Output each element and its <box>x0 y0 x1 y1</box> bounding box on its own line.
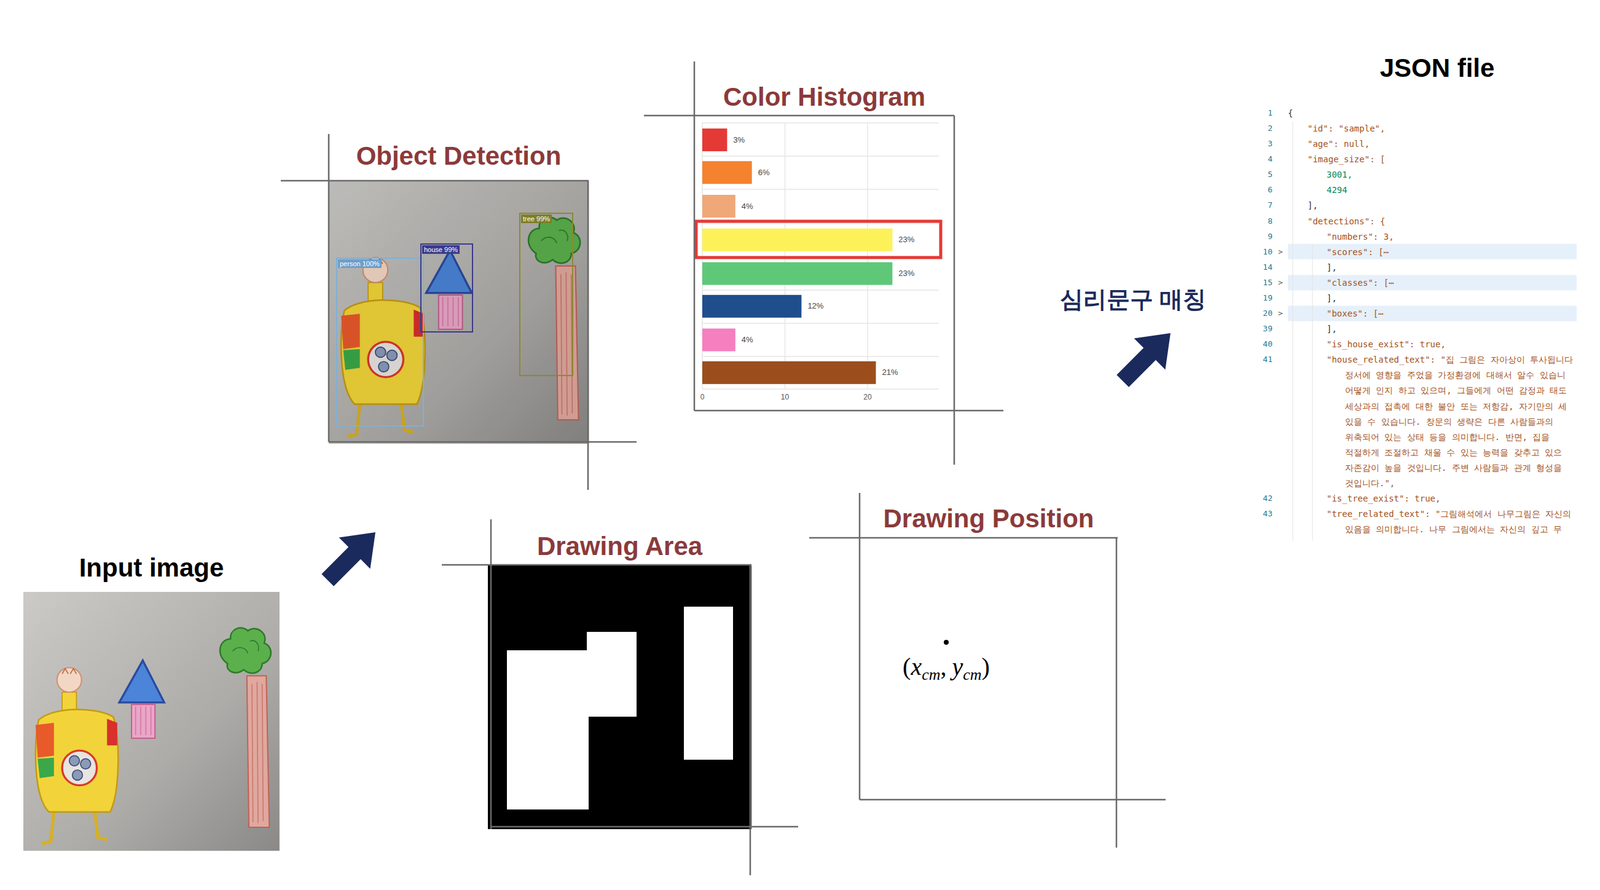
code-line: "age": null, <box>1307 137 1370 150</box>
panel-title: Drawing Area <box>487 527 752 565</box>
line-number: 9 <box>1238 230 1273 243</box>
line-number: 3 <box>1238 137 1273 150</box>
code-line: "boxes": [⋯ <box>1326 307 1384 320</box>
axis-tick: 0 <box>700 392 705 402</box>
bar-value: 21% <box>881 367 898 378</box>
code-line: "tree_related_text": "그림해석에서 나무그림은 자신의 <box>1326 507 1572 520</box>
bar-value: 23% <box>898 268 915 279</box>
code-line: 적절하게 조절하고 채울 수 있는 능력을 갖추고 있으 <box>1345 446 1562 459</box>
line-number: 42 <box>1238 492 1273 505</box>
coordinate-part: cm <box>921 665 941 684</box>
bar-value: 4% <box>741 334 754 345</box>
code-line: "scores": [⋯ <box>1326 245 1389 259</box>
coordinate-label: (xcm,ycm) <box>902 651 990 691</box>
panel-title: Color Histogram <box>694 78 955 116</box>
line-number: 39 <box>1238 322 1273 335</box>
line-number: 41 <box>1238 353 1273 366</box>
bar-value: 3% <box>733 135 745 146</box>
bar-value: 23% <box>898 234 915 245</box>
panel-node: Color Histogram <box>694 78 955 408</box>
coordinate-part: y <box>952 652 964 681</box>
code-line: "id": "sample", <box>1307 122 1385 135</box>
code-line: 세상과의 접촉에 대한 불안 또는 저항감, 자기만의 세 <box>1345 400 1567 413</box>
panel-node: Drawing Area <box>487 527 752 829</box>
code-line: 정서에 영향을 주었을 가정환경에 대해서 알수 있습니 <box>1345 368 1566 381</box>
detection-tag: person 100% <box>337 259 382 268</box>
code-line: 있음을 의미합니다. 나무 그림에서는 자신의 깊고 무 <box>1345 522 1562 536</box>
coordinate-part: , <box>940 652 947 681</box>
line-number: 5 <box>1238 168 1273 181</box>
line-number: 19 <box>1238 291 1273 305</box>
detection-tag: tree 99% <box>521 214 552 224</box>
panel-title: Drawing Position <box>859 500 1118 538</box>
code-line: ], <box>1326 322 1338 335</box>
line-number: 7 <box>1238 199 1273 212</box>
code-line: 4294 <box>1326 183 1348 197</box>
bar-value: 12% <box>807 301 824 311</box>
coordinate-part: x <box>910 652 922 681</box>
code-line: ], <box>1307 199 1318 212</box>
code-line: 3001, <box>1326 168 1353 181</box>
line-number: 43 <box>1238 507 1273 520</box>
code-line: 있을 수 있습니다. 창문의 생략은 다른 사람들과의 <box>1345 415 1554 428</box>
code-line: "image_size": [ <box>1307 152 1385 166</box>
code-line: "house_related_text": "집 그림은 자아상이 투사됩니다 <box>1326 353 1573 366</box>
panel-title: Input image <box>23 549 280 587</box>
code-line: 어떻게 인지 하고 있으며, 그들에게 어떤 감정과 태도 <box>1345 384 1567 397</box>
code-line: 위축되어 있는 상태 등을 의미합니다. 반면, 집을 <box>1345 430 1550 444</box>
coordinate-part: cm <box>962 665 982 684</box>
code-line: 것입니다.", <box>1345 476 1395 490</box>
line-number: 14 <box>1238 261 1273 274</box>
line-number: 2 <box>1238 122 1273 135</box>
bar-value: 6% <box>758 167 770 178</box>
code-line: 자존감이 높을 것입니다. 주변 사람들과 관계 형성을 <box>1345 461 1562 474</box>
fold-marker: > <box>1278 245 1283 259</box>
line-number: 15 <box>1238 276 1273 289</box>
panel-title: Object Detection <box>328 137 589 175</box>
fold-marker: > <box>1278 307 1283 320</box>
line-number: 6 <box>1238 183 1273 197</box>
code-line: "is_tree_exist": true, <box>1326 492 1441 505</box>
code-line: ], <box>1326 261 1338 274</box>
axis-tick: 20 <box>863 392 872 402</box>
fold-marker: > <box>1278 276 1283 289</box>
line-number: 10 <box>1238 245 1273 259</box>
coordinate-part: ( <box>902 652 911 681</box>
code-line: "numbers": 3, <box>1326 230 1395 243</box>
line-number: 1 <box>1238 106 1273 120</box>
line-number: 20 <box>1238 307 1273 320</box>
coordinate-part: ) <box>981 652 990 681</box>
line-number: 8 <box>1238 215 1273 228</box>
code-line: "detections": { <box>1307 215 1385 228</box>
flow-label: 심리문구 매칭 <box>1059 285 1207 314</box>
line-number: 40 <box>1238 337 1273 351</box>
panel-node: Input image <box>23 549 280 851</box>
code-line: "classes": [⋯ <box>1326 276 1395 289</box>
bar-value: 4% <box>741 201 754 212</box>
panel-title: JSON file <box>1314 49 1561 87</box>
panel-node: Drawing Position <box>859 500 1118 800</box>
code-line: { <box>1287 106 1293 120</box>
code-line: "is_house_exist": true, <box>1326 337 1446 351</box>
code-line: ], <box>1326 291 1338 305</box>
line-number: 4 <box>1238 152 1273 166</box>
axis-tick: 10 <box>780 392 789 402</box>
panel-node: JSON file <box>1314 49 1561 87</box>
panel-node: Object Detection <box>328 137 589 442</box>
detection-tag: house 99% <box>422 245 460 254</box>
